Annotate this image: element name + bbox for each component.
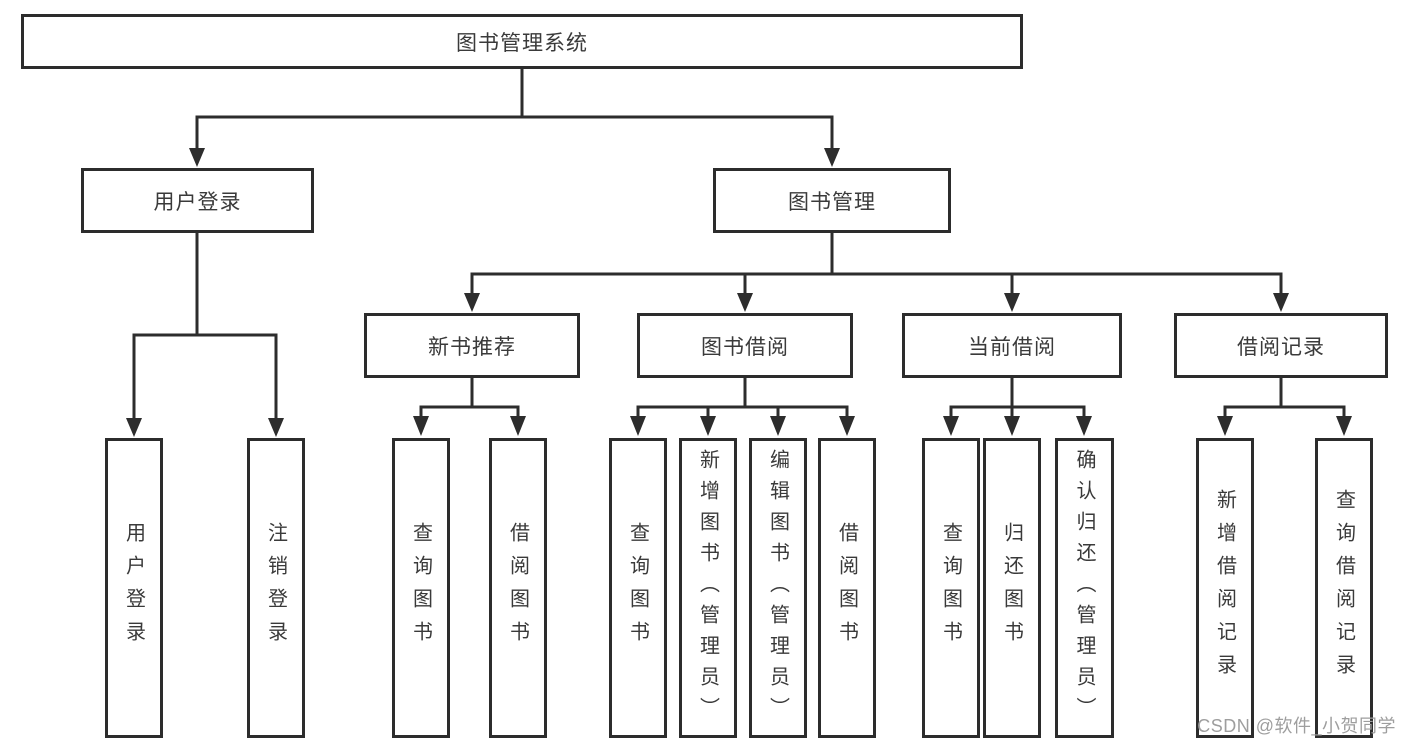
node-leaf-return-book-label: 归还图书 [1000, 522, 1023, 654]
edge-bookborrow-to-leaves [630, 376, 855, 436]
node-current-borrow-label: 当前借阅 [968, 335, 1056, 359]
node-leaf-query-record-label: 查询借阅记录 [1332, 489, 1355, 687]
node-leaf-add-book: 新增图书（管理员） [679, 438, 737, 738]
node-leaf-logout-label: 注销登录 [264, 522, 287, 654]
node-leaf-query-record: 查询借阅记录 [1315, 438, 1373, 738]
node-leaf-edit-book-label: 编辑图书（管理员） [766, 448, 789, 728]
node-leaf-query-book-b-label: 查询图书 [626, 522, 649, 654]
node-leaf-borrow-book-b-label: 借阅图书 [835, 522, 858, 654]
node-leaf-query-book-b: 查询图书 [609, 438, 667, 738]
node-user-login-label: 用户登录 [153, 190, 242, 214]
node-root-label: 图书管理系统 [456, 31, 588, 55]
edge-userlogin-to-leaves [126, 231, 284, 437]
node-borrow-record-label: 借阅记录 [1237, 335, 1325, 359]
node-leaf-query-book-c-label: 查询图书 [939, 522, 962, 654]
csdn-watermark: CSDN @软件_小贺同学 [1197, 716, 1396, 736]
node-leaf-logout: 注销登录 [247, 438, 305, 738]
node-leaf-add-book-label: 新增图书（管理员） [696, 448, 719, 728]
node-book-mgmt-label: 图书管理 [788, 190, 876, 214]
node-book-borrow: 图书借阅 [637, 313, 853, 378]
node-leaf-add-record: 新增借阅记录 [1196, 438, 1254, 738]
node-new-book-rec-label: 新书推荐 [428, 335, 516, 359]
node-leaf-user-login-label: 用户登录 [122, 522, 145, 654]
node-leaf-confirm-return: 确认归还（管理员） [1055, 438, 1114, 738]
node-root: 图书管理系统 [21, 14, 1023, 69]
edge-bookmgmt-to-row3 [464, 231, 1289, 312]
node-leaf-user-login: 用户登录 [105, 438, 163, 738]
edge-borrowrecord-to-leaves [1217, 376, 1352, 436]
node-current-borrow: 当前借阅 [902, 313, 1122, 378]
node-leaf-query-book-a-label: 查询图书 [409, 522, 432, 654]
node-book-borrow-label: 图书借阅 [701, 335, 789, 359]
node-leaf-borrow-book-a-label: 借阅图书 [506, 522, 529, 654]
node-leaf-return-book: 归还图书 [983, 438, 1041, 738]
edge-newbookrec-to-leaves [413, 376, 526, 436]
node-user-login: 用户登录 [81, 168, 314, 233]
node-new-book-rec: 新书推荐 [364, 313, 580, 378]
node-leaf-borrow-book-b: 借阅图书 [818, 438, 876, 738]
node-leaf-query-book-a: 查询图书 [392, 438, 450, 738]
node-leaf-confirm-return-label: 确认归还（管理员） [1073, 448, 1095, 728]
edge-root-to-row2 [189, 67, 840, 167]
node-book-mgmt: 图书管理 [713, 168, 951, 233]
edge-currentborrow-to-leaves [943, 376, 1092, 436]
node-leaf-query-book-c: 查询图书 [922, 438, 980, 738]
node-borrow-record: 借阅记录 [1174, 313, 1388, 378]
node-leaf-edit-book: 编辑图书（管理员） [749, 438, 807, 738]
node-leaf-add-record-label: 新增借阅记录 [1213, 489, 1236, 687]
node-leaf-borrow-book-a: 借阅图书 [489, 438, 547, 738]
